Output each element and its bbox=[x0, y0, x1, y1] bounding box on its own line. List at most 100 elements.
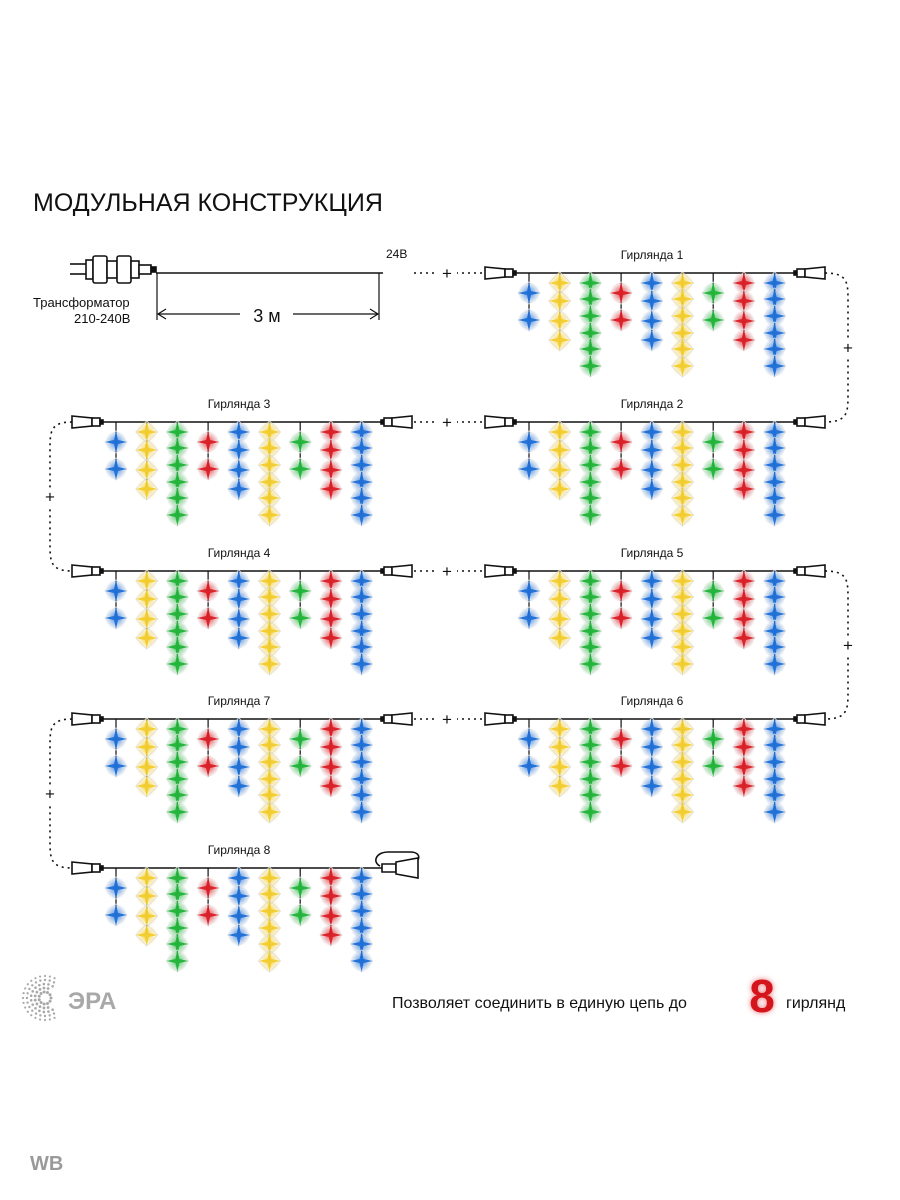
led-light-green bbox=[288, 754, 312, 778]
light-strand bbox=[227, 866, 251, 947]
led-light-yellow bbox=[135, 607, 159, 631]
light-strand bbox=[763, 717, 787, 824]
transformer-voltage: 210-240В bbox=[74, 311, 130, 326]
led-light-blue bbox=[517, 281, 541, 305]
light-strand bbox=[319, 717, 343, 798]
led-light-green bbox=[288, 430, 312, 454]
led-light-red bbox=[732, 420, 756, 444]
led-light-red bbox=[319, 607, 343, 631]
led-light-red bbox=[732, 309, 756, 333]
light-strand bbox=[135, 420, 159, 501]
light-strand bbox=[609, 273, 633, 332]
light-strand bbox=[763, 271, 787, 378]
led-light-blue bbox=[640, 587, 664, 611]
light-strand bbox=[196, 422, 220, 481]
led-light-blue bbox=[640, 458, 664, 482]
light-strand bbox=[670, 420, 695, 527]
led-light-blue bbox=[640, 774, 664, 798]
led-light-green bbox=[701, 727, 725, 751]
led-light-blue bbox=[104, 430, 128, 454]
light-strand bbox=[165, 569, 189, 676]
garland-label: Гирлянда 7 bbox=[208, 694, 271, 708]
plus-sign: + bbox=[442, 562, 452, 581]
dashed-link bbox=[49, 718, 73, 869]
light-strand bbox=[640, 271, 664, 352]
led-light-green bbox=[165, 949, 189, 973]
led-light-yellow bbox=[548, 458, 572, 482]
led-light-yellow bbox=[135, 420, 159, 444]
led-light-yellow bbox=[135, 438, 159, 462]
led-light-red bbox=[732, 328, 756, 352]
led-light-yellow bbox=[135, 458, 159, 482]
led-light-blue bbox=[227, 477, 251, 501]
light-strand bbox=[196, 719, 220, 778]
led-light-yellow bbox=[257, 503, 282, 527]
light-strand bbox=[578, 717, 602, 824]
led-light-blue bbox=[763, 800, 787, 824]
led-light-red bbox=[196, 727, 220, 751]
light-strand bbox=[548, 271, 572, 352]
led-light-blue bbox=[640, 607, 664, 631]
light-strand bbox=[319, 569, 343, 650]
light-strand bbox=[104, 422, 128, 481]
led-light-blue bbox=[227, 607, 251, 631]
led-light-yellow bbox=[135, 717, 159, 741]
light-strand bbox=[165, 866, 189, 973]
led-light-red bbox=[609, 430, 633, 454]
led-light-blue bbox=[517, 308, 541, 332]
plus-sign: + bbox=[45, 488, 55, 507]
led-light-yellow bbox=[548, 626, 572, 650]
led-light-red bbox=[732, 289, 756, 313]
light-strand bbox=[578, 420, 602, 527]
led-light-yellow bbox=[135, 884, 159, 908]
connector-plug bbox=[380, 415, 413, 429]
led-light-blue bbox=[227, 458, 251, 482]
led-light-yellow bbox=[548, 755, 572, 779]
led-light-red bbox=[732, 271, 756, 295]
light-strand bbox=[350, 420, 374, 527]
plus-sign: + bbox=[442, 413, 452, 432]
led-light-blue bbox=[640, 717, 664, 741]
led-light-red bbox=[732, 755, 756, 779]
garland-label: Гирлянда 4 bbox=[208, 546, 271, 560]
led-light-red bbox=[609, 727, 633, 751]
led-light-green bbox=[578, 503, 602, 527]
light-strand bbox=[701, 273, 725, 332]
led-light-blue bbox=[227, 774, 251, 798]
garland-8: Гирлянда 8 bbox=[71, 843, 382, 973]
connector-plug bbox=[793, 712, 826, 726]
led-light-blue bbox=[517, 457, 541, 481]
led-light-red bbox=[732, 438, 756, 462]
light-strand bbox=[104, 719, 128, 778]
led-light-red bbox=[196, 876, 220, 900]
led-light-green bbox=[288, 727, 312, 751]
dashed-link bbox=[49, 421, 73, 572]
light-strand bbox=[319, 866, 343, 947]
led-light-red bbox=[319, 884, 343, 908]
led-light-green bbox=[701, 579, 725, 603]
led-light-blue bbox=[227, 717, 251, 741]
led-light-red bbox=[732, 774, 756, 798]
garland-label: Гирлянда 5 bbox=[621, 546, 684, 560]
led-light-red bbox=[319, 438, 343, 462]
light-strand bbox=[257, 717, 282, 824]
light-strand bbox=[517, 422, 541, 481]
garland-7: Гирлянда 7 bbox=[71, 694, 413, 824]
light-strand bbox=[732, 271, 756, 352]
led-light-yellow bbox=[548, 289, 572, 313]
led-light-red bbox=[196, 754, 220, 778]
garland-6: Гирлянда 6 bbox=[484, 694, 826, 824]
led-light-blue bbox=[104, 457, 128, 481]
led-light-blue bbox=[640, 309, 664, 333]
light-strand bbox=[288, 719, 312, 778]
led-light-red bbox=[319, 587, 343, 611]
light-strand bbox=[670, 271, 695, 378]
light-strand bbox=[257, 420, 282, 527]
light-strand bbox=[257, 866, 282, 973]
connector-plug bbox=[793, 564, 826, 578]
light-strand bbox=[196, 868, 220, 927]
output-voltage-label: 24В bbox=[386, 247, 407, 261]
led-light-blue bbox=[517, 754, 541, 778]
led-light-blue bbox=[640, 289, 664, 313]
led-light-red bbox=[732, 735, 756, 759]
